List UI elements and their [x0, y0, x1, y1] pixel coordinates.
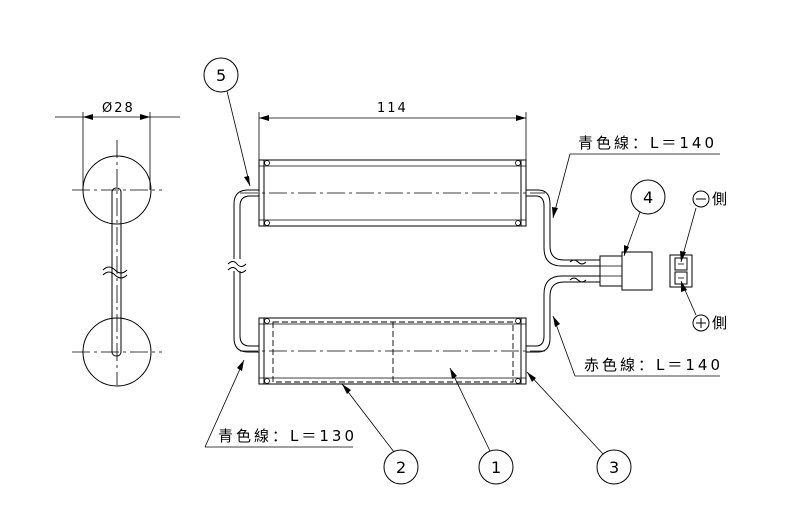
- connector-housing: [621, 251, 653, 291]
- length-label: 114: [377, 101, 408, 116]
- red-wire-callout: 赤色線：L＝140: [552, 315, 723, 377]
- connector: [599, 251, 653, 291]
- top-cell: [240, 159, 545, 227]
- callout-2-number: 2: [396, 458, 406, 477]
- plus-circle-icon: [692, 314, 710, 332]
- callout-4: 4: [623, 179, 666, 257]
- plus-side-label: 側: [712, 314, 730, 332]
- bottom-cell: [240, 317, 545, 385]
- connector-strip: [111, 187, 122, 357]
- red-wire-label: 赤色線：L＝140: [584, 356, 723, 374]
- callout-2: 2: [341, 383, 419, 485]
- callout-3: 3: [526, 371, 632, 485]
- callout-5-number: 5: [216, 66, 226, 85]
- blue-wire-bottom-label: 青色線：L＝130: [218, 427, 357, 445]
- break-mark-wire: [227, 261, 247, 267]
- callout-4-number: 4: [643, 188, 653, 207]
- right-wires: [526, 189, 600, 353]
- blue-wire-top-callout: 青色線：L＝140: [552, 134, 720, 219]
- blue-wire-bottom-callout: 青色線：L＝130: [204, 359, 357, 448]
- minus-side-label: 側: [712, 190, 730, 208]
- callout-1: 1: [449, 367, 514, 485]
- left-wire-loop: [226, 189, 259, 353]
- cell-end-circle-top: [82, 155, 152, 225]
- side-view: Ø28: [55, 101, 180, 387]
- callout-1-number: 1: [491, 458, 501, 477]
- blue-wire-top-label: 青色線：L＝140: [578, 134, 717, 152]
- break-mark-side: [102, 266, 128, 274]
- cell-end-circle-bottom: [82, 317, 152, 387]
- length-dimension: 114: [258, 101, 527, 160]
- plus-side-marker: 側: [680, 280, 730, 332]
- callout-5: 5: [203, 57, 251, 187]
- callout-3-number: 3: [609, 458, 619, 477]
- minus-circle-icon: [692, 190, 710, 208]
- minus-side-marker: 側: [680, 190, 730, 263]
- diameter-label: Ø28: [102, 101, 135, 116]
